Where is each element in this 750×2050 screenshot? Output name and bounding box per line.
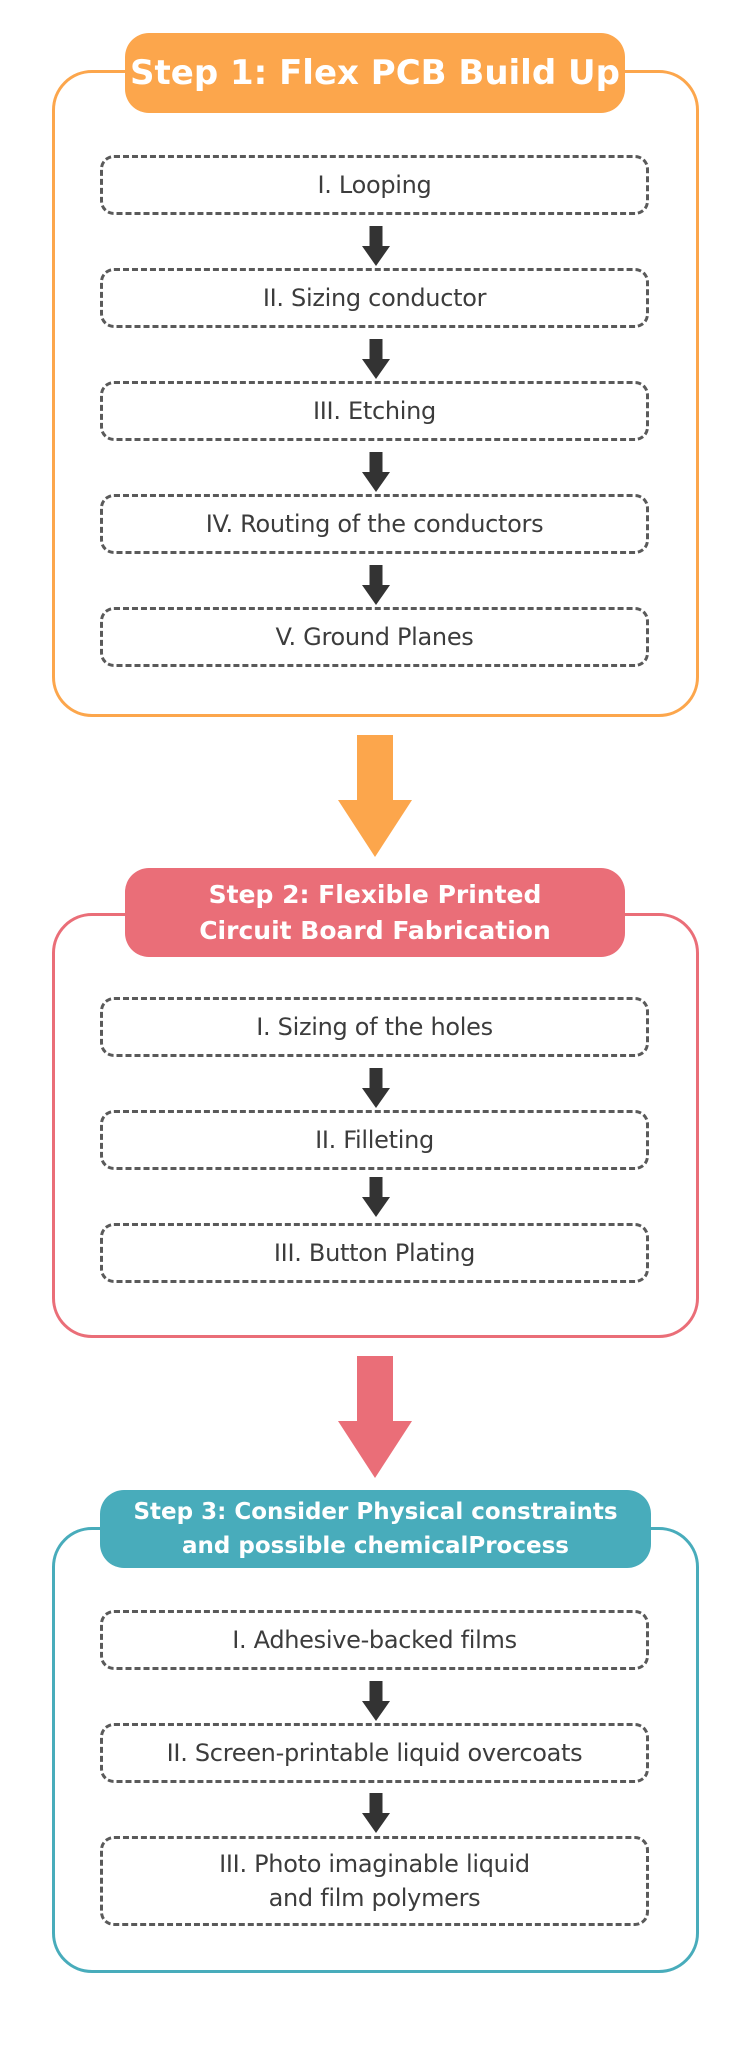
step-2-item-1: I. Sizing of the holes (100, 997, 649, 1057)
step-1-item-4: IV. Routing of the conductors (100, 494, 649, 554)
item-label: II. Sizing conductor (262, 284, 487, 312)
step-2-item-3: III. Button Plating (100, 1223, 649, 1283)
step-transition-arrow-icon (338, 735, 412, 857)
item-label: I. Looping (317, 171, 432, 199)
down-arrow-icon (362, 226, 390, 266)
step-3-item-1: I. Adhesive-backed films (100, 1610, 649, 1670)
step-2-header: Step 2: Flexible Printed Circuit Board F… (125, 868, 625, 957)
item-label: II. Filleting (315, 1126, 434, 1154)
step-transition-arrow-icon (338, 1356, 412, 1478)
down-arrow-icon (362, 1793, 390, 1833)
item-label: I. Adhesive-backed films (232, 1626, 517, 1654)
step-2-title-line-1: Step 2: Flexible Printed (208, 879, 542, 909)
item-label: I. Sizing of the holes (256, 1013, 493, 1041)
down-arrow-icon (362, 565, 390, 605)
step-1-item-1: I. Looping (100, 155, 649, 215)
down-arrow-icon (362, 452, 390, 492)
item-label: V. Ground Planes (275, 623, 474, 651)
down-arrow-icon (362, 1177, 390, 1217)
down-arrow-icon (362, 1068, 390, 1108)
item-label-line-2: and film polymers (268, 1884, 481, 1912)
step-3-title-line-2: and possible chemicalProcess (182, 1533, 569, 1559)
step-1-item-2: II. Sizing conductor (100, 268, 649, 328)
down-arrow-icon (362, 339, 390, 379)
step-3-item-2: II. Screen-printable liquid overcoats (100, 1723, 649, 1783)
step-3-item-3: III. Photo imaginable liquid and film po… (100, 1836, 649, 1926)
step-2-title-line-2: Circuit Board Fabrication (199, 915, 551, 945)
step-3-title-line-1: Step 3: Consider Physical constraints (133, 1499, 618, 1525)
down-arrow-icon (362, 1681, 390, 1721)
step-1-header: Step 1: Flex PCB Build Up (125, 33, 625, 113)
item-label: IV. Routing of the conductors (205, 510, 544, 538)
item-label: II. Screen-printable liquid overcoats (166, 1739, 583, 1767)
item-label: III. Button Plating (273, 1239, 476, 1267)
item-label: III. Etching (313, 397, 436, 425)
step-1-item-5: V. Ground Planes (100, 607, 649, 667)
step-1-title: Step 1: Flex PCB Build Up (130, 53, 620, 93)
step-2-item-2: II. Filleting (100, 1110, 649, 1170)
step-3-header: Step 3: Consider Physical constraints an… (100, 1490, 651, 1568)
item-label-line-1: III. Photo imaginable liquid (219, 1850, 530, 1878)
step-1-item-3: III. Etching (100, 381, 649, 441)
